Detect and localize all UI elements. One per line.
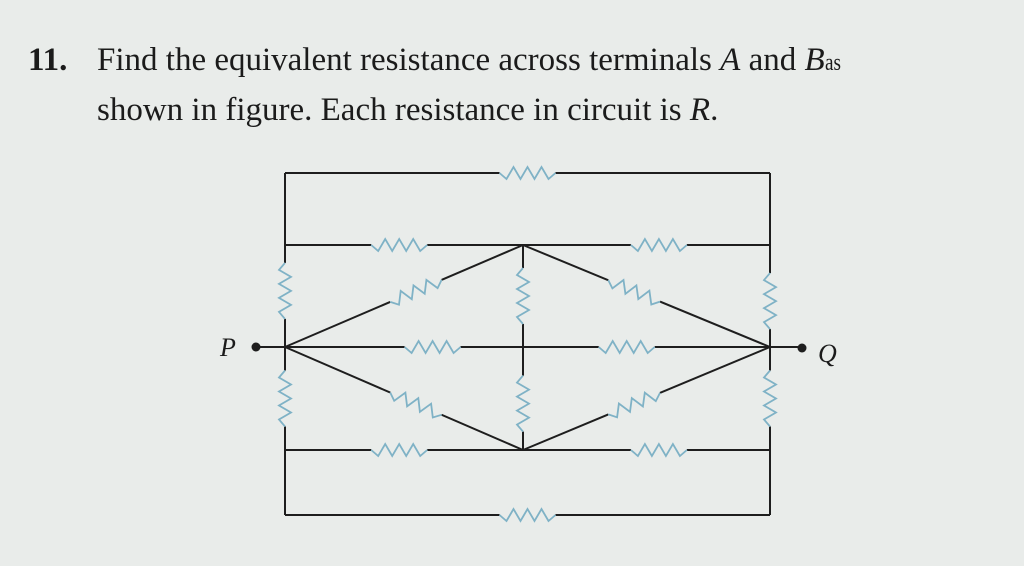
resistor-10 [277,369,293,428]
resistor-18 [607,390,661,419]
question-number: 11. [28,42,68,78]
resistor-16 [607,277,661,306]
resistor-12 [515,375,531,433]
text: as [824,50,841,76]
question-text-line-1: Find the equivalent resistance across te… [97,42,845,79]
resistor-2 [498,507,557,523]
resistor-3 [370,237,428,253]
resistor-11 [515,267,531,325]
resistor-13 [762,272,778,330]
resistor-8 [598,339,656,355]
terminal-b: B [804,42,825,78]
terminal-q-dot [797,343,807,353]
resistor-5 [370,442,428,458]
text: shown in figure. Each resistance in circ… [97,92,690,128]
terminal-p-dot [251,342,261,352]
text: and [740,42,805,78]
terminal-a: A [720,42,741,78]
terminal-q-label: Q [818,339,837,368]
resistor-6 [630,442,688,458]
resistor-7 [404,339,462,355]
text: Find the equivalent resistance across te… [97,42,721,78]
resistor-17 [389,390,443,419]
terminal-p-label: P [219,333,236,362]
resistance-symbol: R [689,92,711,128]
text: . [710,92,719,128]
resistor-14 [762,369,778,428]
resistor-4 [630,237,688,253]
question-text-line-2: shown in figure. Each resistance in circ… [97,92,718,129]
resistor-15 [389,277,443,306]
resistor-1 [498,165,557,181]
resistor-9 [277,262,293,320]
